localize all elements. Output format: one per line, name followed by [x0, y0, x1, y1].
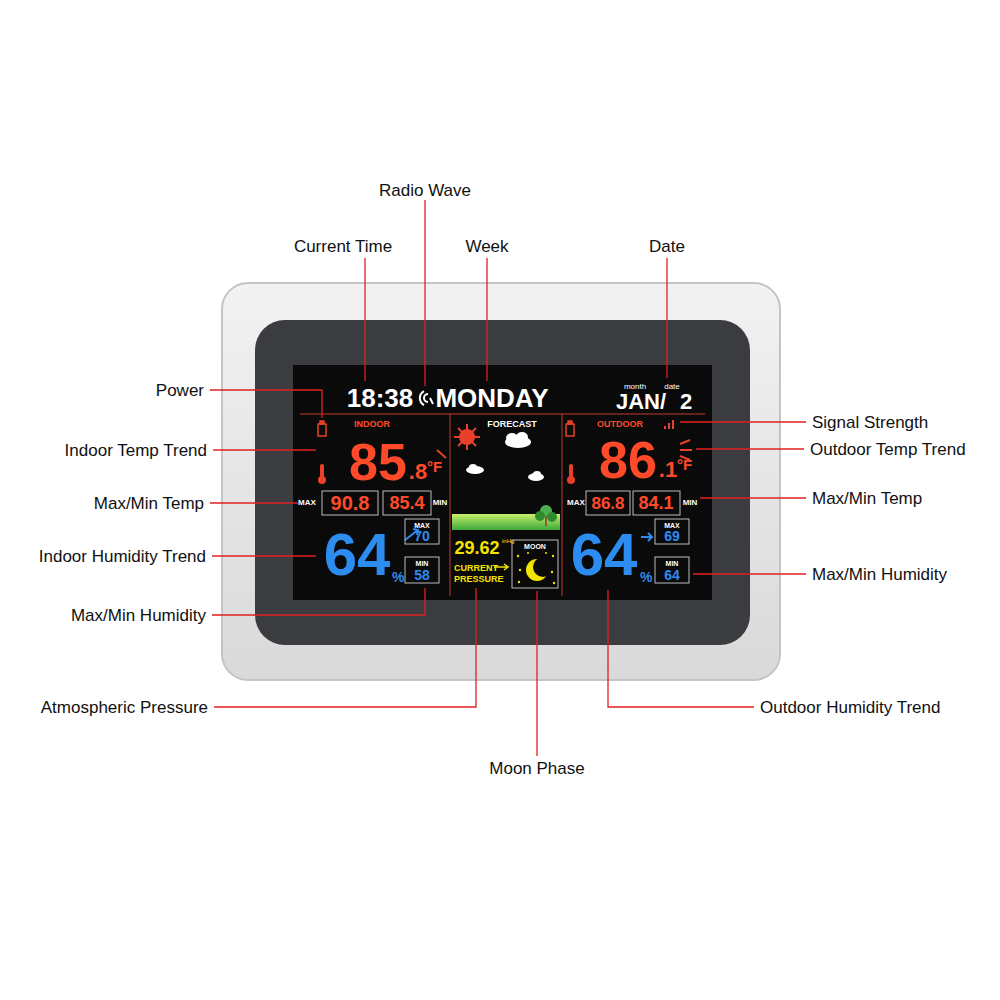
- max-humidity-readout: 69: [664, 529, 680, 543]
- leader-lines: [210, 200, 806, 756]
- date-readout: 2: [680, 391, 692, 413]
- panel-dividers: [300, 414, 705, 596]
- temperature-readout: 85: [349, 436, 407, 488]
- callout-label: Atmospheric Pressure: [41, 699, 208, 716]
- panel-heading: FORECAST: [487, 420, 537, 429]
- min-temp-readout: 85.4: [389, 494, 424, 512]
- callout-label: Max/Min Humidity: [812, 566, 947, 583]
- panel-heading: INDOOR: [354, 420, 390, 429]
- pressure-caption: PRESSURE: [454, 575, 504, 584]
- max-min-caption: MAX: [567, 499, 585, 507]
- screen: [293, 365, 712, 600]
- field-caption: date: [664, 383, 680, 391]
- callout-label: Max/Min Temp: [94, 495, 204, 512]
- max-min-caption: MIN: [433, 499, 448, 507]
- temperature-decimal: .8: [409, 461, 427, 483]
- moon-phase-icon: [512, 540, 558, 588]
- max-temp-readout: 86.8: [591, 495, 624, 512]
- callout-label: Max/Min Temp: [812, 490, 922, 507]
- max-temp-readout: 90.8: [331, 493, 370, 513]
- max-min-caption: MIN: [666, 560, 679, 567]
- unit-label: inHg: [502, 538, 514, 544]
- housing: [222, 283, 780, 680]
- unit-label: °F: [427, 459, 442, 474]
- bezel: [255, 320, 750, 645]
- callout-label: Outdoor Temp Trend: [810, 441, 966, 458]
- max-min-caption: MAX: [414, 522, 430, 529]
- pressure-caption: CURRENT: [454, 564, 498, 573]
- callout-label: Date: [649, 238, 685, 255]
- max-min-caption: MIN: [416, 560, 429, 567]
- time-readout: 18:38: [347, 385, 414, 411]
- callout-label: Signal Strength: [812, 414, 928, 431]
- min-humidity-readout: 58: [414, 568, 430, 582]
- unit-label: °F: [677, 457, 692, 472]
- panel-heading: OUTDOOR: [597, 420, 643, 429]
- humidity-readout: 64: [324, 525, 391, 585]
- field-caption: month: [624, 383, 646, 391]
- date-readout: JAN/: [616, 391, 666, 413]
- callout-label: Indoor Humidity Trend: [39, 548, 206, 565]
- callout-label: Current Time: [294, 238, 392, 255]
- min-temp-readout: 84.1: [638, 494, 673, 512]
- weekday-readout: MONDAY: [435, 385, 548, 411]
- callout-label: Power: [156, 382, 204, 399]
- humidity-readout: 64: [571, 525, 638, 585]
- callout-label: Moon Phase: [489, 760, 584, 777]
- signal-bars: [664, 420, 674, 429]
- callout-label: Week: [465, 238, 508, 255]
- radio-wave-icon: [420, 391, 433, 405]
- panel-heading: MOON: [524, 543, 546, 550]
- max-min-caption: MAX: [298, 499, 316, 507]
- max-humidity-readout: 70: [414, 529, 430, 543]
- forecast-icon: [452, 424, 560, 530]
- callout-label: Radio Wave: [379, 182, 471, 199]
- temperature-readout: 86: [599, 434, 657, 486]
- callout-label: Max/Min Humidity: [71, 607, 206, 624]
- unit-label: %: [640, 570, 652, 584]
- callout-label: Outdoor Humidity Trend: [760, 699, 940, 716]
- pressure-readout: 29.62: [454, 539, 499, 557]
- min-humidity-readout: 64: [664, 568, 680, 582]
- callout-label: Indoor Temp Trend: [65, 442, 207, 459]
- max-min-caption: MIN: [683, 499, 698, 507]
- temperature-decimal: .1: [659, 459, 677, 481]
- max-min-caption: MAX: [664, 522, 680, 529]
- unit-label: %: [392, 570, 404, 584]
